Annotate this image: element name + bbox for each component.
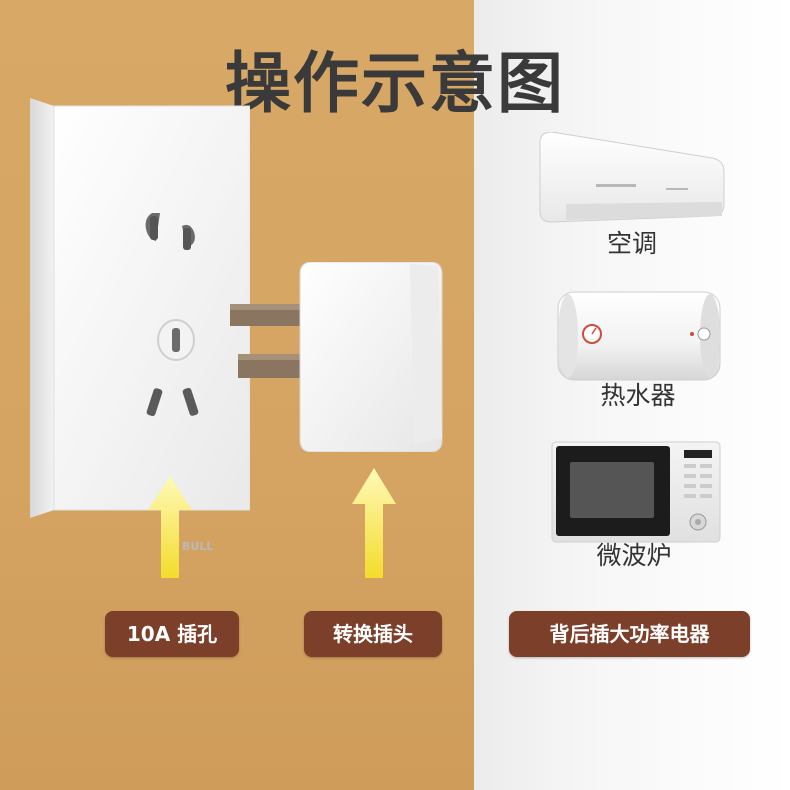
adapter-plug <box>230 261 445 453</box>
arrow-up-icon <box>148 476 192 578</box>
appliance-label-water-heater: 热水器 <box>600 381 676 410</box>
appliances-label: 背后插大功率电器 <box>509 611 750 657</box>
adapter-plug-label: 转换插头 <box>304 611 442 657</box>
wall-socket: BULL <box>24 98 250 553</box>
microwave-icon <box>551 441 721 543</box>
air-conditioner-icon <box>539 132 725 223</box>
wall-background-right <box>474 0 790 790</box>
appliance-label-microwave: 微波炉 <box>596 541 672 570</box>
water-heater-icon <box>557 291 721 381</box>
arrow-up-icon <box>352 468 396 578</box>
socket-plate-icon <box>30 98 250 518</box>
adapter-plug-icon <box>230 261 443 453</box>
socket-hole-label: 10A 插孔 <box>105 611 239 657</box>
appliance-label-air-conditioner: 空调 <box>606 229 657 258</box>
page-title: 操作示意图 <box>225 45 565 122</box>
socket-brand-label: BULL <box>182 540 214 553</box>
